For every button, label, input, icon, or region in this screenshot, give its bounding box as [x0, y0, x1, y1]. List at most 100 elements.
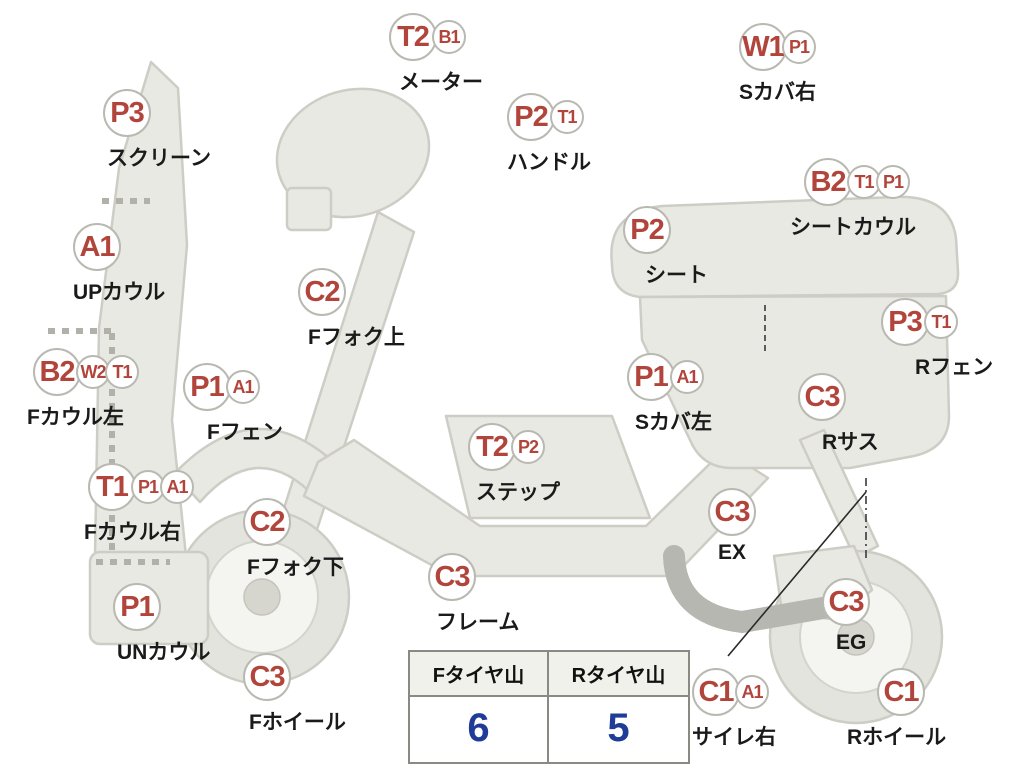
tire-table-header-front: Fタイヤ山	[410, 652, 549, 697]
condition-code-t1: T1	[550, 100, 584, 134]
condition-code-p1: P1	[183, 363, 231, 411]
condition-codes: C3	[798, 373, 879, 421]
part-label: シートカウル	[790, 216, 916, 239]
condition-code-a1: A1	[160, 470, 194, 504]
rear-suspension-shape	[798, 428, 880, 560]
tire-tread-rear-value: 5	[607, 706, 630, 750]
condition-code-a1: A1	[670, 360, 704, 394]
part-label: Sカバ左	[635, 411, 713, 434]
part-label: Rフェン	[915, 356, 994, 379]
muffler-shape	[663, 545, 857, 634]
condition-code-t2: T2	[468, 423, 516, 471]
condition-code-a1: A1	[73, 223, 121, 271]
meter-unit-shape	[275, 87, 431, 219]
condition-code-b2: B2	[33, 348, 81, 396]
part-label: Rホイール	[847, 726, 947, 749]
part-label: UNカウル	[117, 641, 211, 664]
marker-screen: P3 スクリーン	[103, 89, 211, 172]
rear-body-shape	[638, 294, 951, 470]
part-label: ステップ	[476, 481, 560, 504]
part-label: ハンドル	[507, 151, 591, 174]
condition-code-c3: C3	[708, 488, 756, 536]
front-wheel-hub-shape	[243, 578, 281, 616]
tire-table-value-row: 6 5	[410, 697, 688, 762]
condition-code-c2: C2	[298, 268, 346, 316]
part-label: EX	[718, 541, 747, 564]
part-label: Sカバ右	[739, 81, 817, 104]
condition-codes: P1	[113, 583, 210, 631]
condition-codes: C3	[428, 553, 519, 601]
part-label: スクリーン	[107, 147, 211, 170]
condition-code-t1: T1	[88, 463, 136, 511]
condition-code-b1: B1	[432, 20, 466, 54]
condition-codes: C3	[708, 488, 756, 536]
condition-codes: C3	[822, 578, 870, 626]
condition-code-p2: P2	[511, 430, 545, 464]
part-label: Fフェン	[207, 421, 283, 444]
condition-code-c1: C1	[877, 668, 925, 716]
condition-code-c2: C2	[243, 498, 291, 546]
condition-codes: C2	[243, 498, 344, 546]
condition-code-p1: P1	[627, 353, 675, 401]
condition-code-a1: A1	[226, 370, 260, 404]
condition-code-b2: B2	[804, 158, 852, 206]
condition-code-c3: C3	[798, 373, 846, 421]
part-label: Fフォク下	[247, 556, 344, 579]
condition-code-p1: P1	[131, 470, 165, 504]
part-label: サイレ右	[692, 726, 776, 749]
condition-codes: P2	[623, 206, 708, 254]
condition-code-p1: P1	[113, 583, 161, 631]
part-label: UPカウル	[73, 281, 166, 304]
part-label: Fカウル左	[27, 406, 124, 429]
silencer-pointer-line	[727, 491, 867, 657]
tire-tread-table: Fタイヤ山 Rタイヤ山 6 5	[408, 650, 690, 764]
condition-code-p2: P2	[623, 206, 671, 254]
condition-codes: C3	[243, 653, 346, 701]
tire-table-header-rear: Rタイヤ山	[549, 652, 688, 697]
condition-code-t1: T1	[105, 355, 139, 389]
part-label: Fフォク上	[308, 326, 405, 349]
condition-codes: P3	[103, 89, 211, 137]
tire-tread-front-value: 6	[410, 697, 549, 762]
part-label: Rサス	[822, 431, 879, 454]
part-label: シート	[645, 264, 708, 287]
condition-code-c3: C3	[822, 578, 870, 626]
condition-code-p1: P1	[876, 165, 910, 199]
condition-codes: C1	[877, 668, 946, 716]
meter-tab-shape	[285, 186, 333, 232]
condition-code-p3: P3	[881, 298, 929, 346]
condition-codes: C2	[298, 268, 405, 316]
condition-code-p2: P2	[507, 93, 555, 141]
condition-code-p1: P1	[782, 30, 816, 64]
